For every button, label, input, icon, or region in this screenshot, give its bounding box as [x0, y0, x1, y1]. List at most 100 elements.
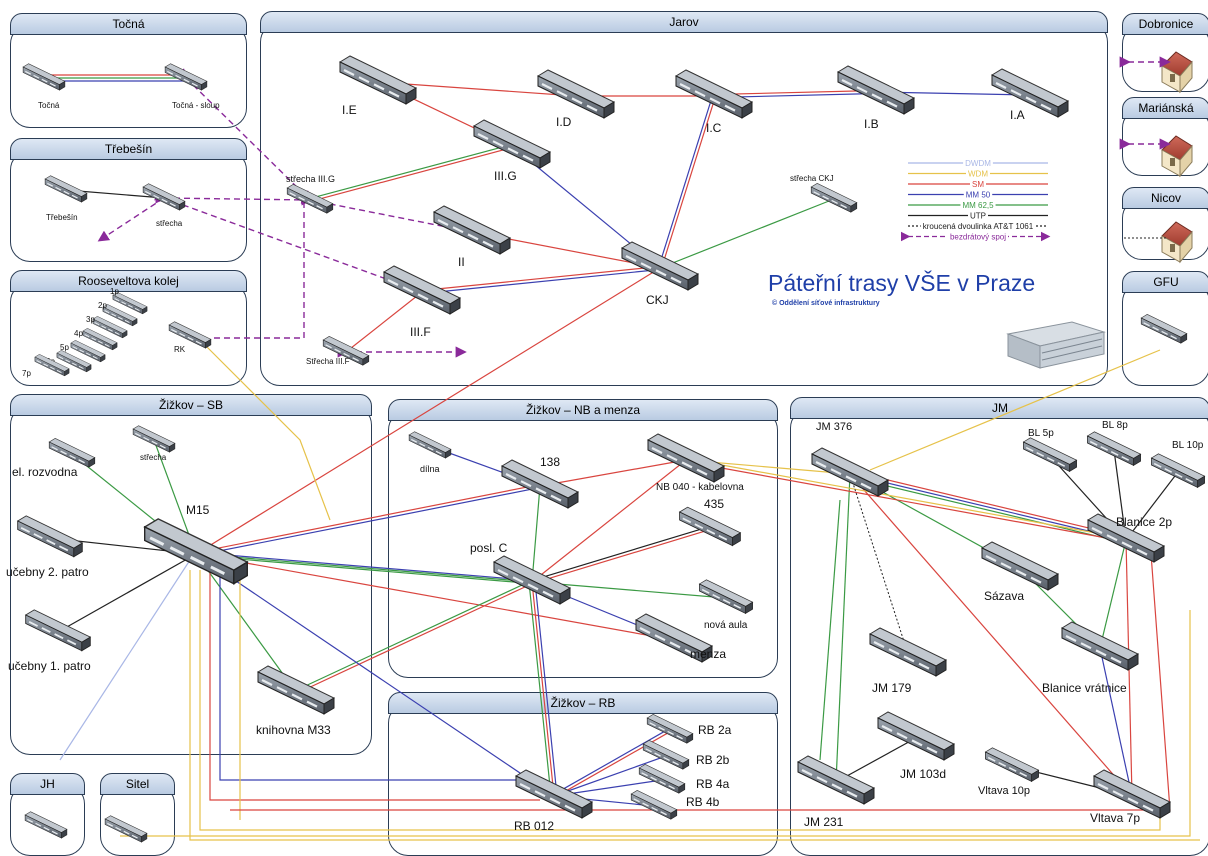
- switch-strecha_sb[interactable]: [132, 425, 176, 453]
- device-label-dilna: dílna: [420, 464, 440, 474]
- device-label-bl8: BL 8p: [1102, 420, 1128, 431]
- cable-poslc-rb012-sm: [531, 581, 555, 797]
- cable-jm376-vl7-sm: [849, 473, 1133, 797]
- switch-rb2a[interactable]: [646, 714, 694, 744]
- switch-r4[interactable]: [82, 328, 118, 351]
- switch-dilna[interactable]: [408, 431, 452, 459]
- switch-strecha_ckj[interactable]: [810, 183, 858, 213]
- switch-iiig[interactable]: [472, 119, 552, 169]
- switch-uc1[interactable]: [24, 609, 92, 652]
- cable-jm376-bl2-mm50: [849, 473, 1127, 541]
- cable-m15-rb012-mm50: [195, 553, 555, 797]
- device-label-vl10: Vltava 10p: [978, 785, 1030, 797]
- device-label-jm231: JM 231: [804, 815, 844, 829]
- switch-poslc[interactable]: [492, 555, 572, 605]
- switch-gfu[interactable]: [1140, 314, 1188, 344]
- switch-aula[interactable]: [698, 579, 754, 615]
- device-label-strecha_iiif: Střecha III.F: [306, 357, 350, 366]
- switch-sitel[interactable]: [104, 815, 148, 843]
- panel-jh-tab: JH: [10, 773, 85, 795]
- switch-jm179[interactable]: [868, 627, 948, 677]
- houses-layer: [1119, 51, 1193, 264]
- switch-uc2[interactable]: [16, 515, 84, 558]
- switch-ia[interactable]: [990, 68, 1070, 118]
- panel-gfu-tab: GFU: [1122, 271, 1208, 293]
- switch-id[interactable]: [536, 69, 616, 119]
- device-label-rb012: RB 012: [514, 819, 554, 833]
- cable-poslc-rb012-mm625: [528, 582, 552, 797]
- device-label-rb2a: RB 2a: [698, 723, 732, 737]
- switch-rb2b[interactable]: [642, 740, 690, 770]
- switch-r3[interactable]: [92, 316, 128, 339]
- switch-r6[interactable]: [56, 350, 92, 373]
- device-label-nb040: NB 040 - kabelovna: [656, 482, 744, 493]
- device-label-ib: I.B: [864, 117, 879, 131]
- switch-strecha_iiif[interactable]: [322, 336, 370, 366]
- switch-trebesin[interactable]: [44, 175, 88, 203]
- switch-r2[interactable]: [102, 304, 138, 327]
- switch-ie[interactable]: [338, 55, 418, 105]
- device-label-rb4a: RB 4a: [696, 777, 730, 791]
- legend-label-wireless: bezdrátový spoj: [950, 233, 1006, 242]
- switch-knih[interactable]: [256, 665, 336, 715]
- switch-bl5[interactable]: [1022, 437, 1078, 473]
- switch-tocna[interactable]: [22, 63, 66, 91]
- switch-jm231[interactable]: [796, 755, 876, 805]
- switch-tocna_sloup[interactable]: [164, 63, 208, 91]
- switch-jm376[interactable]: [810, 447, 890, 497]
- switch-bl2[interactable]: [1086, 513, 1166, 563]
- switch-ckj[interactable]: [620, 241, 700, 291]
- device-label-r3: 3p: [86, 315, 95, 324]
- switch-bl10[interactable]: [1150, 453, 1206, 489]
- switch-sazava[interactable]: [980, 541, 1060, 591]
- switch-nb040[interactable]: [646, 433, 726, 483]
- cable-n138-poslc-mm625: [531, 485, 541, 583]
- switch-n435[interactable]: [678, 506, 742, 547]
- switch-iiif[interactable]: [382, 265, 462, 315]
- switch-rb4a[interactable]: [638, 764, 686, 794]
- switch-ib[interactable]: [836, 65, 916, 115]
- cable-poslc-n435-utp: [531, 525, 710, 582]
- switch-rb012[interactable]: [514, 769, 594, 819]
- switch-blvr[interactable]: [1060, 621, 1140, 671]
- switch-r5[interactable]: [70, 340, 106, 363]
- switch-m15[interactable]: [143, 518, 249, 585]
- credit-text: © Oddělení síťové infrastruktury: [772, 300, 880, 307]
- device-label-ii: II: [458, 255, 465, 269]
- switch-vl7[interactable]: [1092, 769, 1172, 819]
- house-icon-dobronice: [1161, 51, 1193, 94]
- device-label-n435: 435: [704, 497, 724, 511]
- switch-jm103[interactable]: [876, 711, 956, 761]
- device-label-r2: 2p: [98, 301, 107, 310]
- cable-bl2-blvr-mm625: [1099, 539, 1127, 649]
- wireless-layer: [97, 68, 475, 358]
- panel-zizkov-nb-tab: Žižkov – NB a menza: [388, 399, 778, 421]
- switch-r7[interactable]: [34, 354, 70, 377]
- device-label-ia: I.A: [1010, 108, 1025, 122]
- switch-bl8[interactable]: [1086, 431, 1142, 467]
- switch-elroz[interactable]: [48, 438, 96, 468]
- switch-jh[interactable]: [24, 811, 68, 839]
- switch-n138[interactable]: [500, 459, 580, 509]
- switch-rb4b[interactable]: [630, 790, 678, 820]
- device-label-menza: menza: [690, 647, 726, 661]
- device-label-rb2b: RB 2b: [696, 753, 730, 767]
- switch-vl10[interactable]: [984, 747, 1040, 783]
- switch-strecha_t[interactable]: [142, 183, 186, 211]
- switch-ic[interactable]: [674, 69, 754, 119]
- trunk-cable-5-wdm: [199, 339, 331, 521]
- switch-menza[interactable]: [634, 613, 714, 663]
- switch-strecha_iiig[interactable]: [286, 184, 334, 214]
- panel-jarov-tab: Jarov: [260, 11, 1108, 33]
- cable-bl8-bl2-utp: [1113, 449, 1127, 541]
- switch-ii[interactable]: [432, 205, 512, 255]
- switch-rk[interactable]: [168, 321, 212, 349]
- pair-cable-jm376-jm179: [849, 473, 909, 655]
- server-rack-icon: [1006, 321, 1106, 369]
- switch-r1[interactable]: [112, 292, 148, 315]
- cable-m15-n138-sm: [195, 483, 540, 554]
- device-label-jm376: JM 376: [816, 421, 852, 433]
- cable-ic-ib-sm: [713, 89, 876, 96]
- cable-jm103-jm231-utp: [835, 737, 917, 783]
